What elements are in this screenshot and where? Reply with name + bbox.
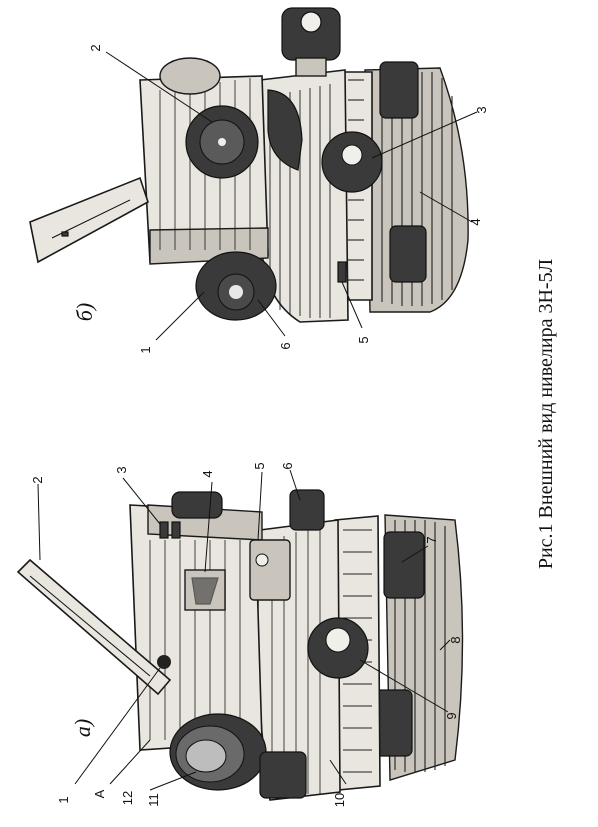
panel-b-label: б) <box>72 303 97 321</box>
panel-a-callouts: 1 A 12 11 10 2 3 4 5 6 7 8 9 <box>30 462 463 807</box>
panel-a-illustration <box>16 489 464 801</box>
callout-a-4: 4 <box>200 470 215 477</box>
callout-a-11: 11 <box>146 793 161 807</box>
figure-caption: Рис.1 Внешний вид нивелира 3Н-5Л <box>535 259 557 569</box>
callout-a-8: 8 <box>448 636 463 643</box>
callout-a-6: 6 <box>280 462 295 469</box>
callout-b-2: 2 <box>88 44 103 51</box>
callout-b-1: 1 <box>138 346 153 353</box>
panel-a-leaders <box>37 469 451 791</box>
panel-b-leaders <box>105 51 478 341</box>
callout-a-1: 1 <box>56 796 71 803</box>
callout-a-9: 9 <box>444 712 459 719</box>
callout-a-A: A <box>92 789 107 798</box>
callout-b-5: 5 <box>356 336 371 343</box>
callout-a-7: 7 <box>424 536 439 543</box>
callout-a-3: 3 <box>114 466 129 473</box>
callout-a-12: 12 <box>120 791 135 805</box>
panel-b-illustration <box>29 7 469 323</box>
callout-a-5: 5 <box>252 462 267 469</box>
panel-a-label: а) <box>70 719 95 737</box>
panel-b-callouts: 2 3 4 5 6 1 <box>88 44 489 353</box>
callout-a-2: 2 <box>30 476 45 483</box>
callout-b-3: 3 <box>474 106 489 113</box>
callout-a-10: 10 <box>332 793 347 807</box>
callout-b-6: 6 <box>278 342 293 349</box>
callout-b-4: 4 <box>468 218 483 225</box>
